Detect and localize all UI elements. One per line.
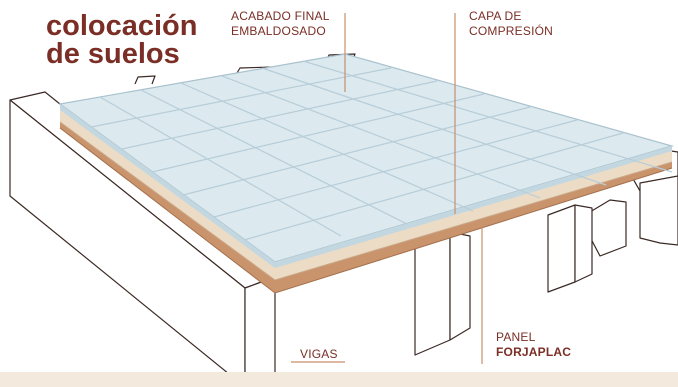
label-capa-line1: CAPA DE — [469, 9, 522, 23]
beam-mid-2-face — [547, 204, 576, 293]
leader-lines — [291, 13, 483, 364]
tile-edge — [60, 104, 672, 268]
beam-mid-1-face — [414, 231, 451, 356]
beam-mid-1-side — [449, 231, 471, 341]
label-capa-line2: COMPRESIÓN — [469, 24, 554, 38]
tile-grout-lines — [90, 60, 673, 241]
label-panel-line1: PANEL — [496, 330, 536, 344]
beam-right-top-face — [639, 175, 678, 246]
label-panel-line2: FORJAPLAC — [496, 345, 572, 359]
beam-left-face — [9, 99, 246, 387]
bottom-band — [0, 372, 678, 387]
layer-capa-compresion — [60, 110, 672, 280]
label-acabado-final: ACABADO FINAL EMBALDOSADO — [231, 9, 330, 39]
layer-forjaplac-panel — [60, 118, 672, 293]
label-acabado-line1: ACABADO FINAL — [231, 9, 330, 23]
beam-mid-2-side — [574, 204, 593, 283]
label-acabado-line2: EMBALDOSADO — [231, 24, 326, 38]
label-panel-forjaplac: PANEL FORJAPLAC — [496, 330, 571, 360]
label-capa-compresion: CAPA DE COMPRESIÓN — [469, 9, 553, 39]
beam-end-back-1 — [134, 75, 156, 85]
beam-left-end — [244, 276, 276, 387]
diagram-title: colocación de suelos — [46, 10, 198, 70]
label-vigas: VIGAS — [300, 347, 338, 361]
